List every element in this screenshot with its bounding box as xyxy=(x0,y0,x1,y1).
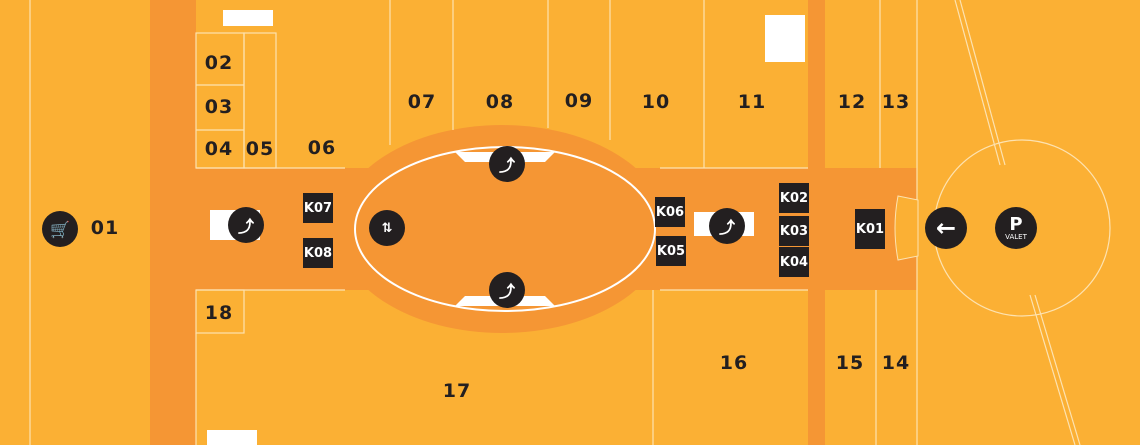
store-03[interactable]: 03 xyxy=(204,96,234,118)
east-corridor xyxy=(808,0,825,445)
store-08[interactable]: 08 xyxy=(485,91,515,113)
entrance-arrow-left-icon: ← xyxy=(925,207,967,249)
escalator-icon: ⤴ xyxy=(489,272,525,308)
escalator-icon: ⤴ xyxy=(709,208,745,244)
store-11[interactable]: 11 xyxy=(737,91,767,113)
valet-label: VALET xyxy=(1005,232,1027,241)
store-13[interactable]: 13 xyxy=(881,91,911,113)
store-01[interactable]: 01 xyxy=(90,217,120,239)
store-06[interactable]: 06 xyxy=(307,137,337,159)
store-17[interactable]: 17 xyxy=(442,380,472,402)
store-18[interactable]: 18 xyxy=(204,302,234,324)
kiosk-k08[interactable]: K08 xyxy=(303,238,333,268)
store-16[interactable]: 16 xyxy=(719,352,749,374)
kiosk-k02[interactable]: K02 xyxy=(779,183,809,213)
parking-letter: P xyxy=(1009,213,1023,235)
escalator-icon: ⤴ xyxy=(489,146,525,182)
atrium-ring xyxy=(337,125,667,333)
elevator-icon: ⇅ xyxy=(369,210,405,246)
kiosk-k05[interactable]: K05 xyxy=(656,236,686,266)
store-05[interactable]: 05 xyxy=(245,138,275,160)
store-09[interactable]: 09 xyxy=(564,90,594,112)
store-14[interactable]: 14 xyxy=(881,352,911,374)
store-02[interactable]: 02 xyxy=(204,52,234,74)
store-07[interactable]: 07 xyxy=(407,91,437,113)
kiosk-k07[interactable]: K07 xyxy=(303,193,333,223)
store-04[interactable]: 04 xyxy=(204,138,234,160)
kiosk-k04[interactable]: K04 xyxy=(779,247,809,277)
store-15[interactable]: 15 xyxy=(835,352,865,374)
store-10[interactable]: 10 xyxy=(641,91,671,113)
escalator-icon: ⤴ xyxy=(228,207,264,243)
kiosk-k06[interactable]: K06 xyxy=(655,197,685,227)
entrance-doors xyxy=(894,195,919,261)
kiosk-k01[interactable]: K01 xyxy=(855,209,885,249)
store-12[interactable]: 12 xyxy=(837,91,867,113)
kiosk-k03[interactable]: K03 xyxy=(779,216,809,246)
shopping-cart-icon: 🛒 xyxy=(42,211,78,247)
